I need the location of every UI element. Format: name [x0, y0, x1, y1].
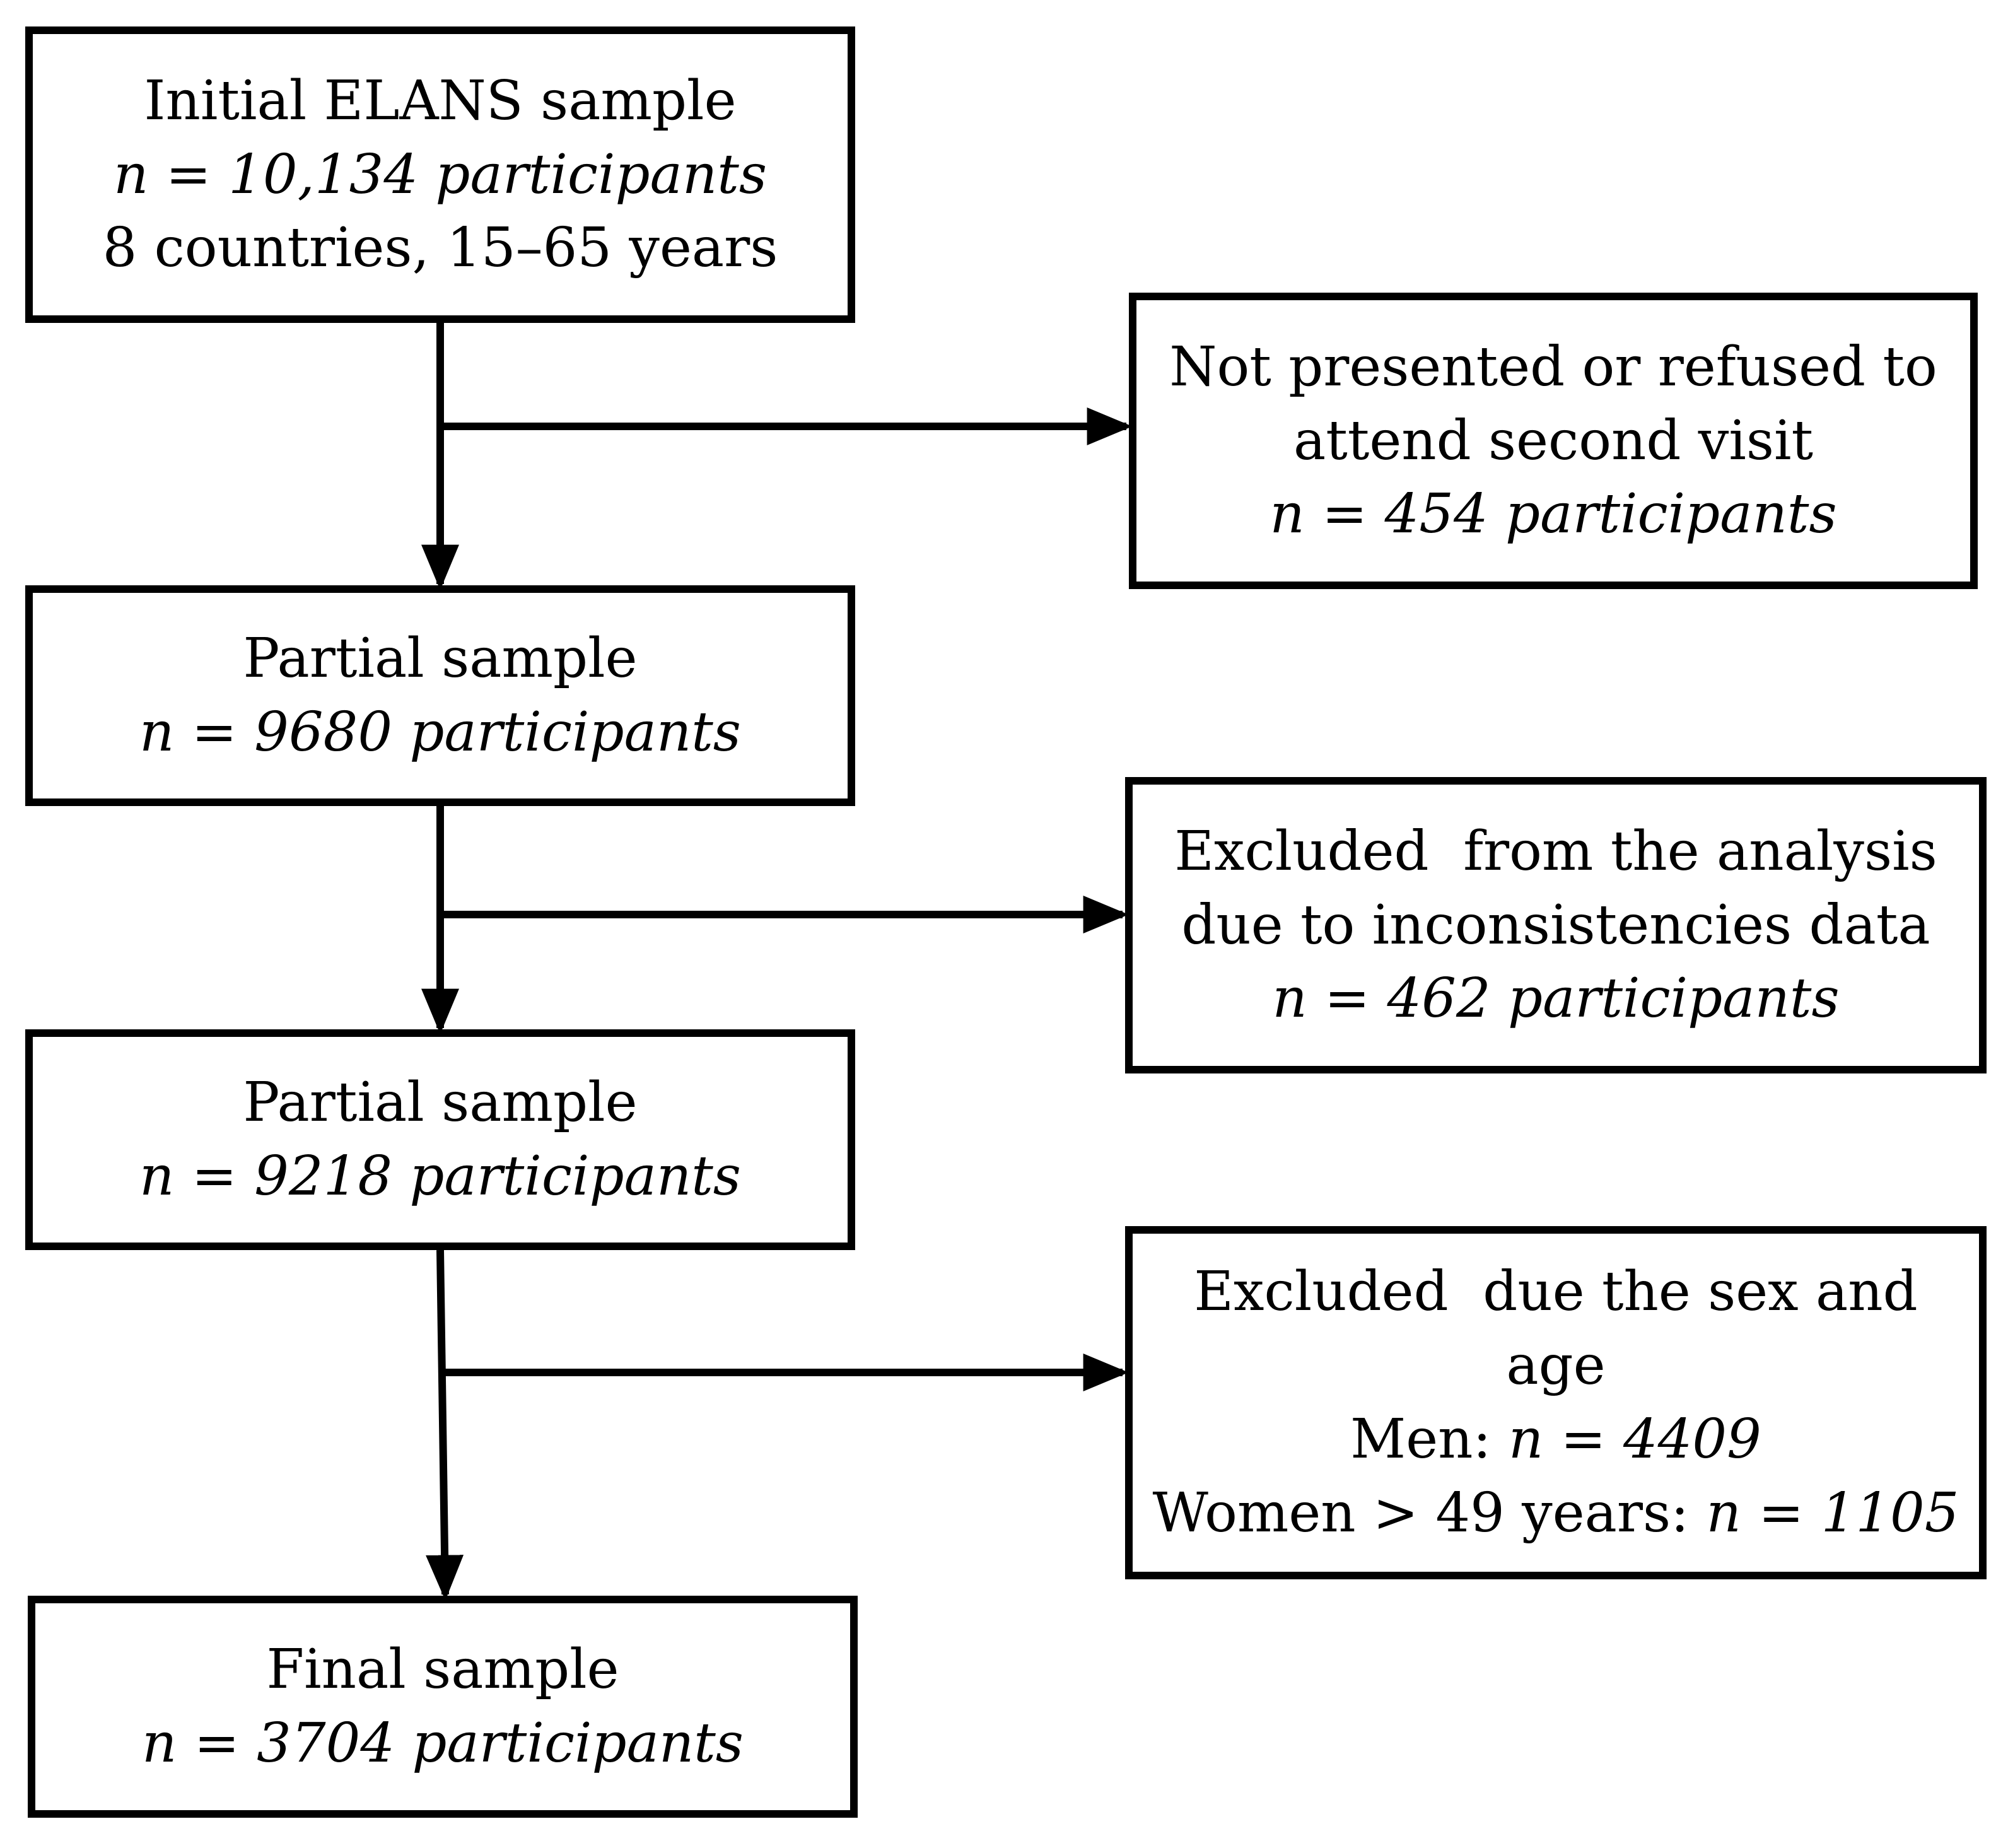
not-presented-box: Not presented or refused to attend secon… — [1129, 293, 1978, 589]
excluded-men-label: Men: — [1350, 1408, 1509, 1471]
excluded-men-count: n = 4409 — [1508, 1408, 1761, 1471]
initial-sample-count: n = 10,134 participants — [114, 143, 767, 206]
not-presented-line-2: attend second visit — [1293, 409, 1814, 472]
excluded-women-label: Women > 49 years: — [1152, 1481, 1707, 1545]
excluded-women-count: n = 1105 — [1706, 1481, 1959, 1545]
not-presented-line-1: Not presented or refused to — [1169, 335, 1937, 399]
partial-sample-2-count: n = 9218 participants — [139, 1145, 741, 1208]
final-sample-title: Final sample — [266, 1638, 619, 1702]
initial-sample-title: Initial ELANS sample — [144, 69, 737, 132]
excluded-inconsistencies-count: n = 462 participants — [1272, 967, 1840, 1031]
not-presented-count: n = 454 participants — [1270, 482, 1837, 546]
excluded-sex-age-box: Excluded due the sex and age Men: n = 44… — [1125, 1226, 1987, 1579]
excluded-men-row: Men: n = 4409 — [1350, 1403, 1761, 1477]
initial-sample-box: Initial ELANS sample n = 10,134 particip… — [25, 26, 855, 323]
excluded-inconsistencies-line-2: due to inconsistencies data — [1181, 893, 1930, 957]
final-sample-box: Final sample n = 3704 participants — [28, 1596, 858, 1818]
excluded-inconsistencies-line-1: Excluded from the analysis — [1174, 819, 1937, 883]
excluded-inconsistencies-box: Excluded from the analysis due to incons… — [1125, 777, 1987, 1073]
final-sample-count: n = 3704 participants — [142, 1712, 744, 1775]
partial-sample-2-title: Partial sample — [243, 1071, 638, 1135]
partial-sample-1-box: Partial sample n = 9680 participants — [25, 585, 855, 806]
excluded-sex-age-line-2: age — [1506, 1334, 1606, 1398]
partial-sample-2-box: Partial sample n = 9218 participants — [25, 1029, 855, 1250]
excluded-women-row: Women > 49 years: n = 1105 — [1153, 1477, 1959, 1550]
excluded-sex-age-line-1: Excluded due the sex and — [1194, 1260, 1918, 1324]
initial-sample-detail: 8 countries, 15–65 years — [102, 216, 778, 280]
partial-sample-1-title: Partial sample — [243, 627, 638, 691]
arrow-partial-2-to-final — [426, 1249, 464, 1601]
partial-sample-1-count: n = 9680 participants — [139, 701, 741, 764]
